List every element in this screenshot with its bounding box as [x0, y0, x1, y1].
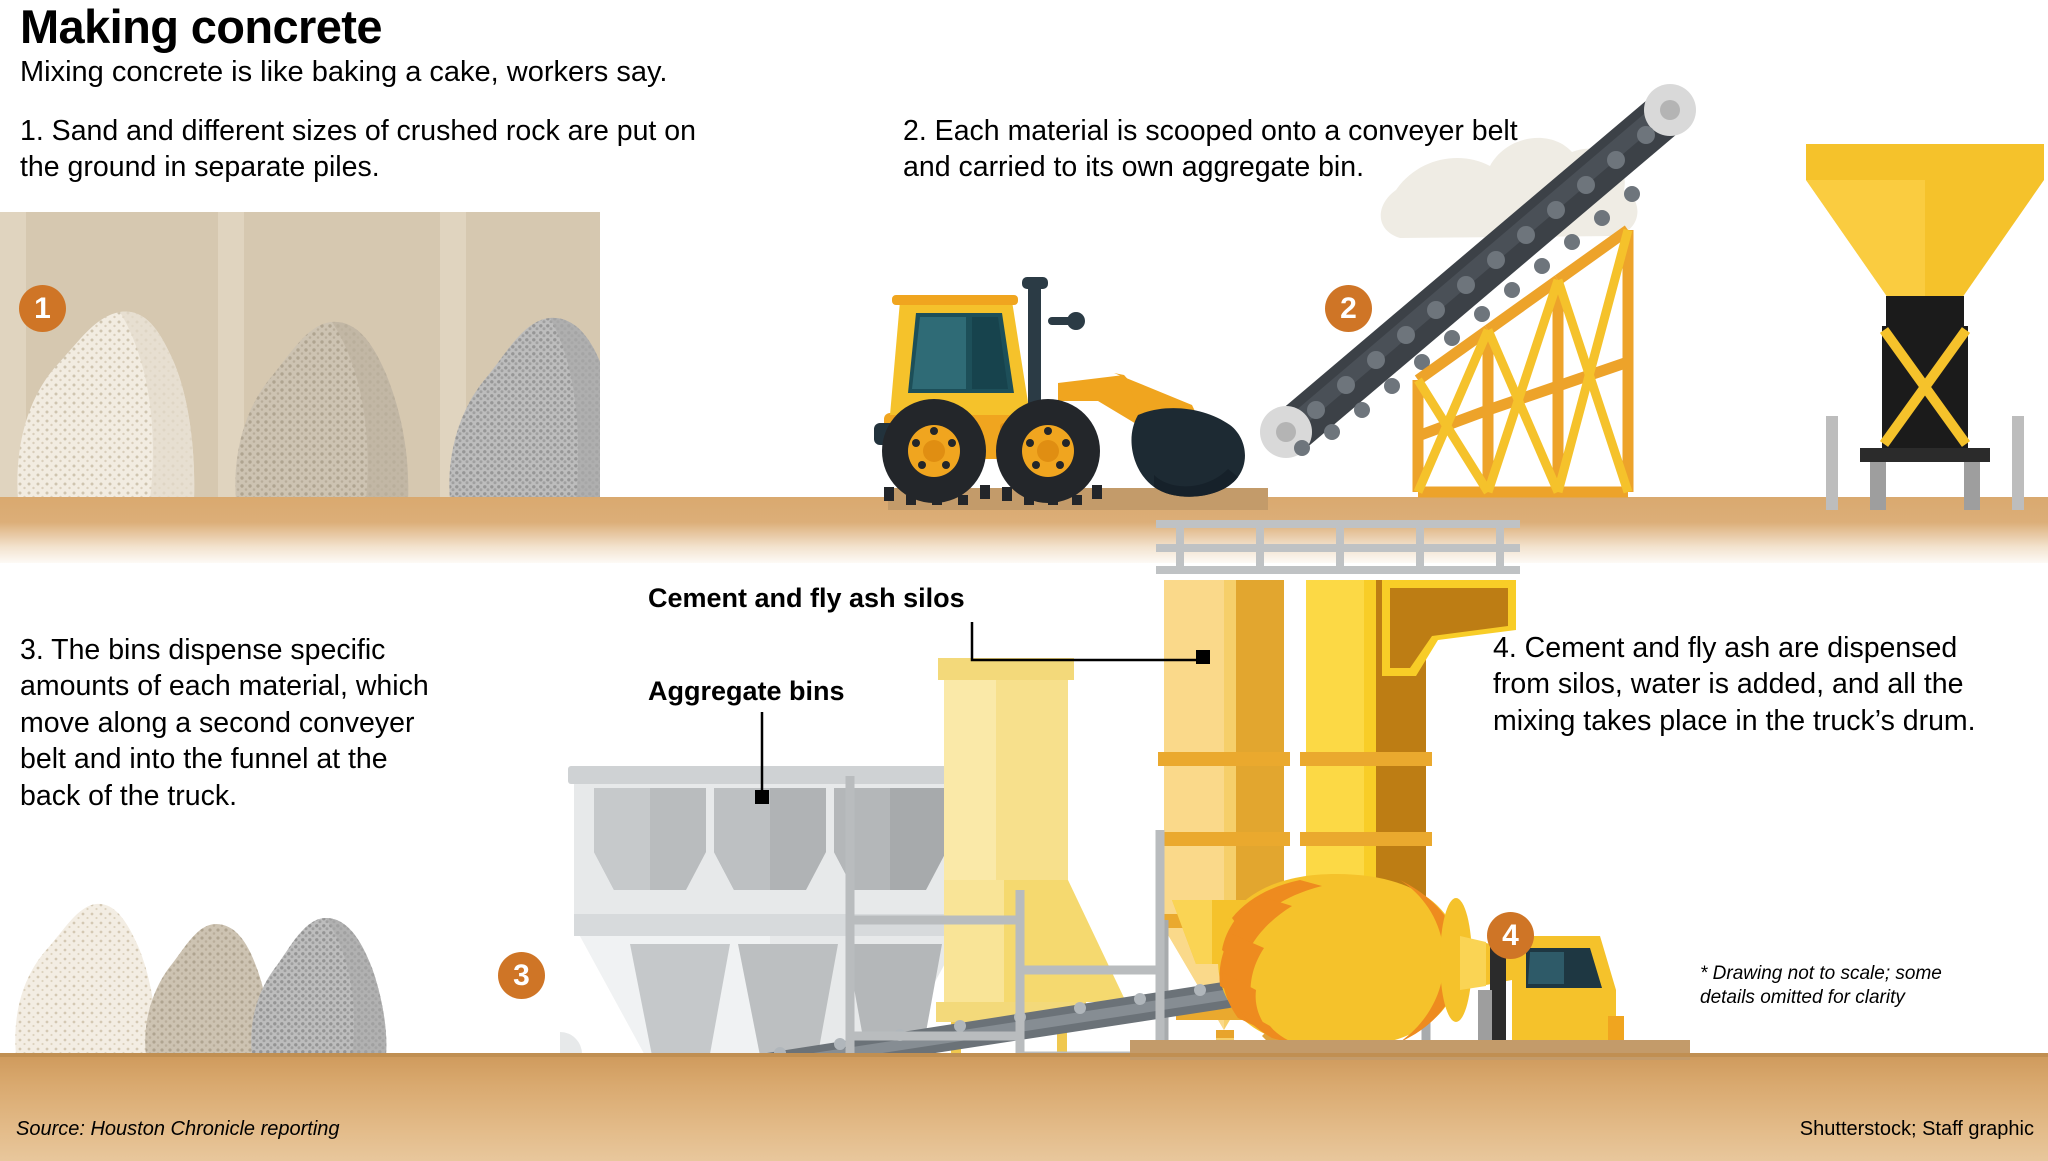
label-cement-and-fly-ash-silos: Cement and fly ash silos [648, 583, 965, 613]
lower-ground [0, 1055, 2048, 1161]
silos-leader-dot [1196, 650, 1210, 664]
pile-shapes [17, 311, 600, 500]
aggregate-hopper-icon [1806, 144, 2044, 510]
scale-footnote: * Drawing not to scale; some details omi… [1700, 963, 1942, 1009]
step-2-caption: 2. Each material is scooped onto a conve… [903, 115, 1518, 184]
conveyer-belt-icon [1260, 84, 1696, 498]
page-subtitle: Mixing concrete is like baking a cake, w… [20, 56, 668, 88]
step-4-caption: 4. Cement and fly ash are dispensed from… [1493, 632, 1976, 737]
truck-shadow-pad [1130, 1040, 1690, 1060]
step-1-caption: 1. Sand and different sizes of crushed r… [20, 115, 696, 184]
source-credit: Source: Houston Chronicle reporting [16, 1118, 340, 1140]
bins-leader-dot [755, 790, 769, 804]
step-badge-4: 4 [1487, 912, 1534, 959]
pile-shapes-lower [15, 903, 387, 1055]
footer-divider [0, 1053, 2048, 1057]
step-badge-2: 2 [1325, 285, 1372, 332]
sand-and-rock-piles-lower [0, 840, 420, 1055]
step-badge-1: 1 [19, 285, 66, 332]
page-title: Making concrete [20, 0, 382, 53]
bins-leader-line [760, 712, 764, 794]
label-aggregate-bins: Aggregate bins [648, 676, 845, 706]
sand-and-rock-piles-upper [0, 212, 600, 500]
graphic-credit: Shutterstock; Staff graphic [1799, 1118, 2034, 1140]
step-3-caption: 3. The bins dispense specific amounts of… [20, 634, 429, 812]
silos-leader-line [970, 622, 1206, 662]
step-badge-3: 3 [498, 952, 545, 999]
front-loader-icon [874, 277, 1245, 505]
